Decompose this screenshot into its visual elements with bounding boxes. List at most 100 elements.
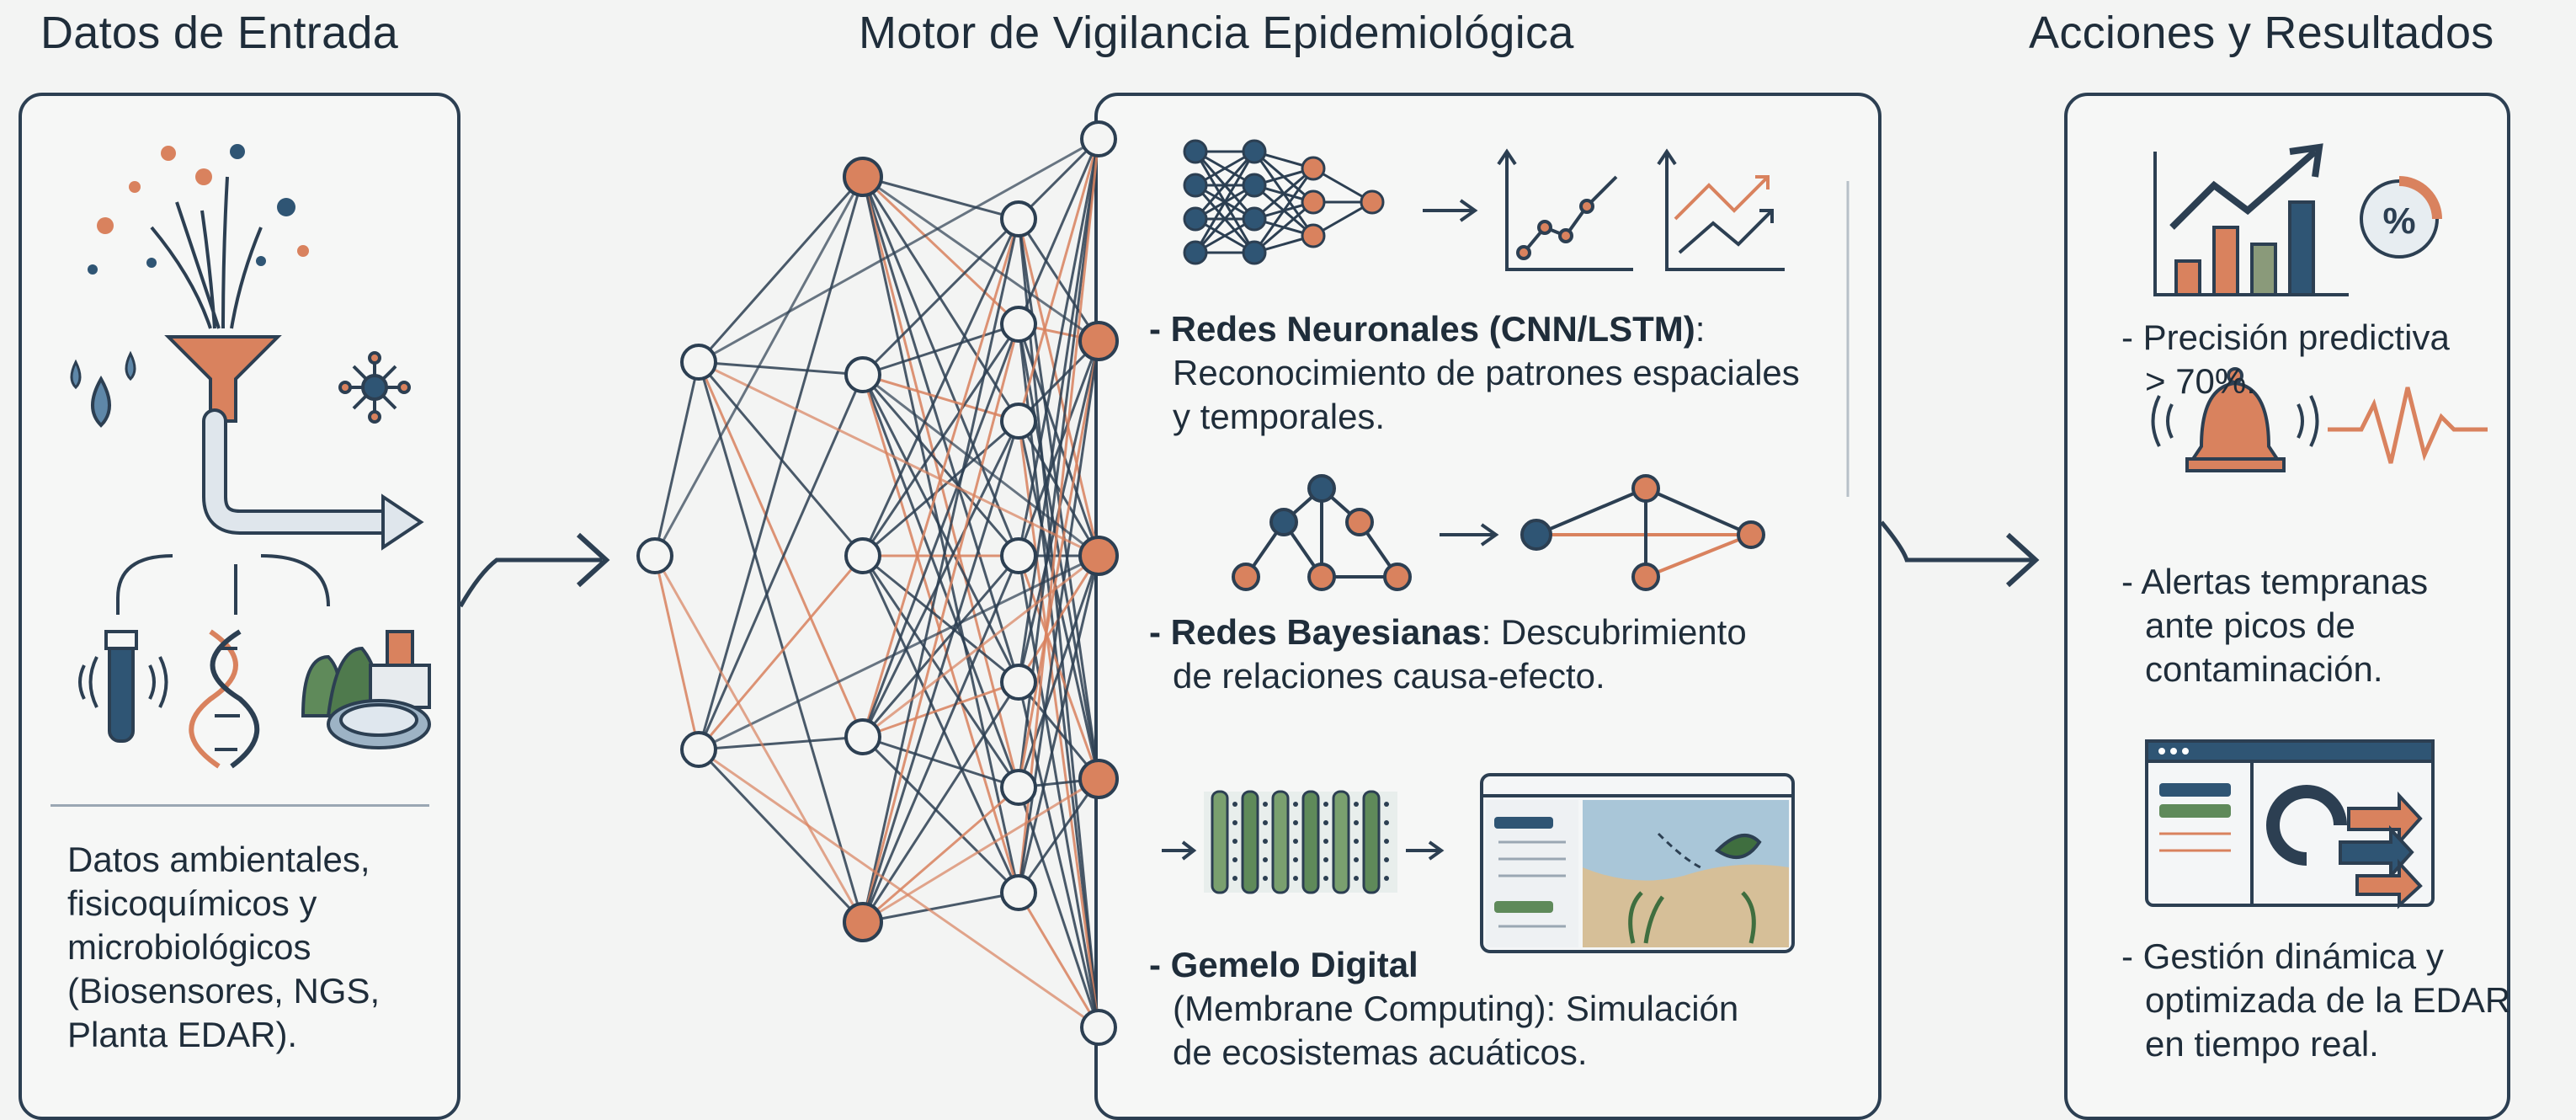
- network-edge: [861, 374, 1020, 893]
- mini-node: [1301, 156, 1326, 181]
- arrow-right-icon: [381, 493, 424, 551]
- input-line: fisicoquímicos y: [67, 883, 317, 923]
- network-edge: [653, 555, 700, 750]
- network-edge: [862, 554, 1099, 739]
- network-edge: [1017, 340, 1100, 788]
- network-node: [1000, 537, 1037, 574]
- membrane-dot: [1384, 839, 1389, 844]
- mini-node: [1183, 139, 1208, 164]
- membrane-dot: [1263, 857, 1268, 862]
- digital-twin-title: - Gemelo Digital: [1149, 945, 1418, 984]
- network-node: [843, 902, 883, 942]
- membrane-column: [1362, 790, 1381, 894]
- network-node: [680, 731, 717, 768]
- membrane-dot: [1323, 802, 1328, 807]
- membrane-dot: [1232, 857, 1237, 862]
- mini-node: [1242, 173, 1267, 198]
- network-node: [680, 344, 717, 381]
- membrane-dot: [1232, 876, 1237, 881]
- membrane-dot: [1323, 839, 1328, 844]
- mini-node: [1301, 189, 1326, 215]
- mini-node: [1183, 173, 1208, 198]
- funnel-icon: [164, 335, 282, 423]
- biosensor-icon: [78, 630, 168, 743]
- management-dashboard-icon: [2145, 739, 2435, 909]
- mini-edge: [1253, 167, 1314, 221]
- membrane-dot: [1293, 839, 1298, 844]
- mini-node: [1242, 139, 1267, 164]
- network-edge: [861, 374, 1020, 557]
- neural-networks-title: - Redes Neuronales (CNN/LSTM): [1149, 309, 1695, 349]
- membrane-dot: [1293, 820, 1298, 825]
- alerts-line: contaminación.: [2145, 649, 2383, 689]
- membrane-dot: [1263, 802, 1268, 807]
- network-edge: [698, 137, 1099, 364]
- membrane-dot: [1323, 857, 1328, 862]
- bayesian-networks-title: - Redes Bayesianas: [1149, 612, 1482, 652]
- network-edge: [1017, 681, 1100, 1028]
- network-edge: [862, 175, 1099, 343]
- network-node: [1000, 874, 1037, 911]
- membrane-dot: [1293, 857, 1298, 862]
- network-edge: [697, 361, 865, 923]
- network-edge: [697, 176, 865, 750]
- network-edge: [1017, 138, 1100, 422]
- membrane-dot: [1384, 802, 1389, 807]
- membrane-column: [1271, 790, 1290, 894]
- network-node: [1080, 1009, 1117, 1046]
- arrow-right-icon: [2005, 532, 2040, 588]
- network-edge: [1017, 138, 1100, 893]
- membrane-dot: [1293, 802, 1298, 807]
- membrane-computing-icon: [1162, 790, 1445, 894]
- network-edge: [861, 218, 1020, 738]
- network-edge: [1017, 778, 1100, 893]
- membrane-dot: [1232, 839, 1237, 844]
- neural-net-icon: [1183, 139, 1385, 265]
- output-column-title: Acciones y Resultados: [2029, 8, 2494, 58]
- network-edge: [1017, 137, 1100, 221]
- bar-chart-icon: [2153, 143, 2349, 296]
- network-edge: [1017, 892, 1100, 1028]
- network-edge: [1017, 323, 1100, 780]
- mini-edge: [1253, 200, 1314, 254]
- causal-graph-icon: [1520, 474, 1765, 591]
- mini-node: [1183, 240, 1208, 265]
- network-edge: [698, 735, 864, 751]
- network-edge: [698, 554, 1099, 751]
- network-edge: [862, 373, 1019, 423]
- network-edge: [653, 361, 700, 557]
- output-panel: [2064, 93, 2510, 1120]
- input-line: Planta EDAR).: [67, 1015, 298, 1054]
- network-edge: [1017, 323, 1100, 557]
- network-edge: [653, 176, 865, 557]
- input-description: Datos ambientales, fisicoquímicos y micr…: [67, 838, 380, 1057]
- network-edge: [1017, 555, 1100, 788]
- network-edge: [1017, 138, 1100, 557]
- mini-node: [1242, 240, 1267, 265]
- membrane-dot: [1354, 839, 1359, 844]
- neural-networks-text: - Redes Neuronales (CNN/LSTM): Reconocim…: [1149, 307, 1800, 439]
- water-drop-icon: [70, 350, 136, 428]
- mini-node: [1360, 189, 1385, 215]
- membrane-dot: [1354, 820, 1359, 825]
- management-line: en tiempo real.: [2145, 1024, 2379, 1064]
- network-edge: [1017, 681, 1100, 780]
- network-node: [1000, 769, 1037, 806]
- network-node: [1000, 200, 1037, 237]
- membrane-dot: [1232, 802, 1237, 807]
- network-edge: [861, 323, 1020, 923]
- network-edge: [862, 419, 1019, 557]
- line-chart-icon: [1497, 148, 1633, 271]
- membrane-dot: [1354, 857, 1359, 862]
- bayesian-networks-line: de relaciones causa-efecto.: [1173, 656, 1605, 696]
- network-edge: [862, 786, 1019, 924]
- membrane-column: [1332, 790, 1350, 894]
- network-edge: [698, 748, 1099, 1029]
- network-edge: [697, 555, 865, 750]
- network-node: [1000, 403, 1037, 440]
- network-edge: [1017, 340, 1100, 557]
- alerts-text: - Alertas tempranas ante picos de contam…: [2121, 560, 2428, 691]
- network-edge: [697, 748, 865, 924]
- network-edge: [1017, 340, 1100, 893]
- network-node: [843, 157, 883, 197]
